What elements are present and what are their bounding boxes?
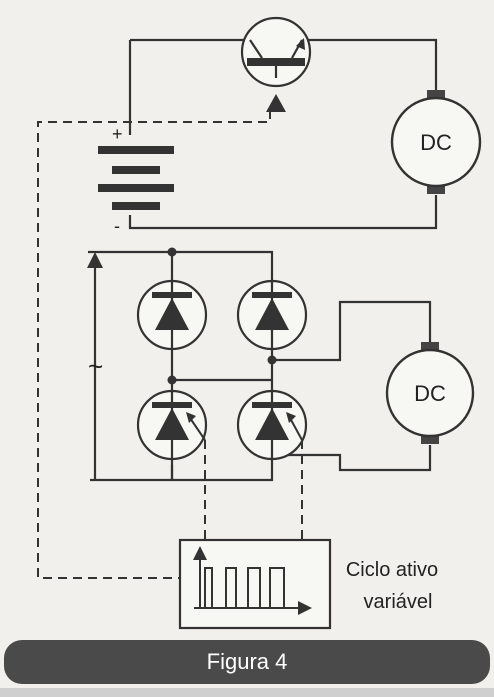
battery-minus-label: -	[114, 216, 120, 236]
pwm-controller	[178, 538, 332, 630]
control-lines	[37, 110, 303, 579]
circuit-diagram: + - DC ~	[37, 16, 482, 630]
wire-battery-negative	[128, 195, 438, 230]
wire-motor2-bottom	[272, 445, 432, 472]
battery-plus-label: +	[112, 124, 123, 144]
thyristor-bottom-left	[136, 389, 208, 461]
ac-arrow-icon	[87, 252, 103, 268]
motor-top-label: DC	[420, 130, 452, 155]
transistor	[240, 16, 312, 112]
battery	[98, 146, 174, 210]
pwm-waveform	[204, 567, 285, 609]
thyristor-bottom-right	[236, 389, 308, 461]
junction-dots	[167, 247, 277, 385]
figure-caption: Figura 4	[206, 649, 288, 674]
gate-arrow-icon	[286, 412, 296, 423]
duty-cycle-label-line2: variável	[364, 591, 433, 613]
control-line-transistor	[37, 110, 271, 579]
x-axis-arrow-icon	[298, 601, 312, 615]
transistor-base-arrow-icon	[266, 94, 286, 112]
dc-motor-bottom	[385, 342, 475, 444]
thyristor-top-left	[136, 279, 208, 351]
bottom-strip	[0, 688, 494, 697]
duty-cycle-label-line1: Ciclo ativo	[346, 559, 438, 581]
thyristor-top-right	[236, 279, 308, 351]
gate-arrow-icon	[186, 412, 196, 423]
wire-motor2-top	[272, 300, 432, 362]
y-axis-arrow-icon	[193, 546, 207, 560]
motor-bottom-label: DC	[414, 381, 446, 406]
dc-motor-top	[390, 90, 482, 194]
ac-symbol: ~	[88, 351, 103, 381]
wire-top-right	[308, 38, 438, 92]
caption-bar: Figura 4	[4, 640, 490, 684]
